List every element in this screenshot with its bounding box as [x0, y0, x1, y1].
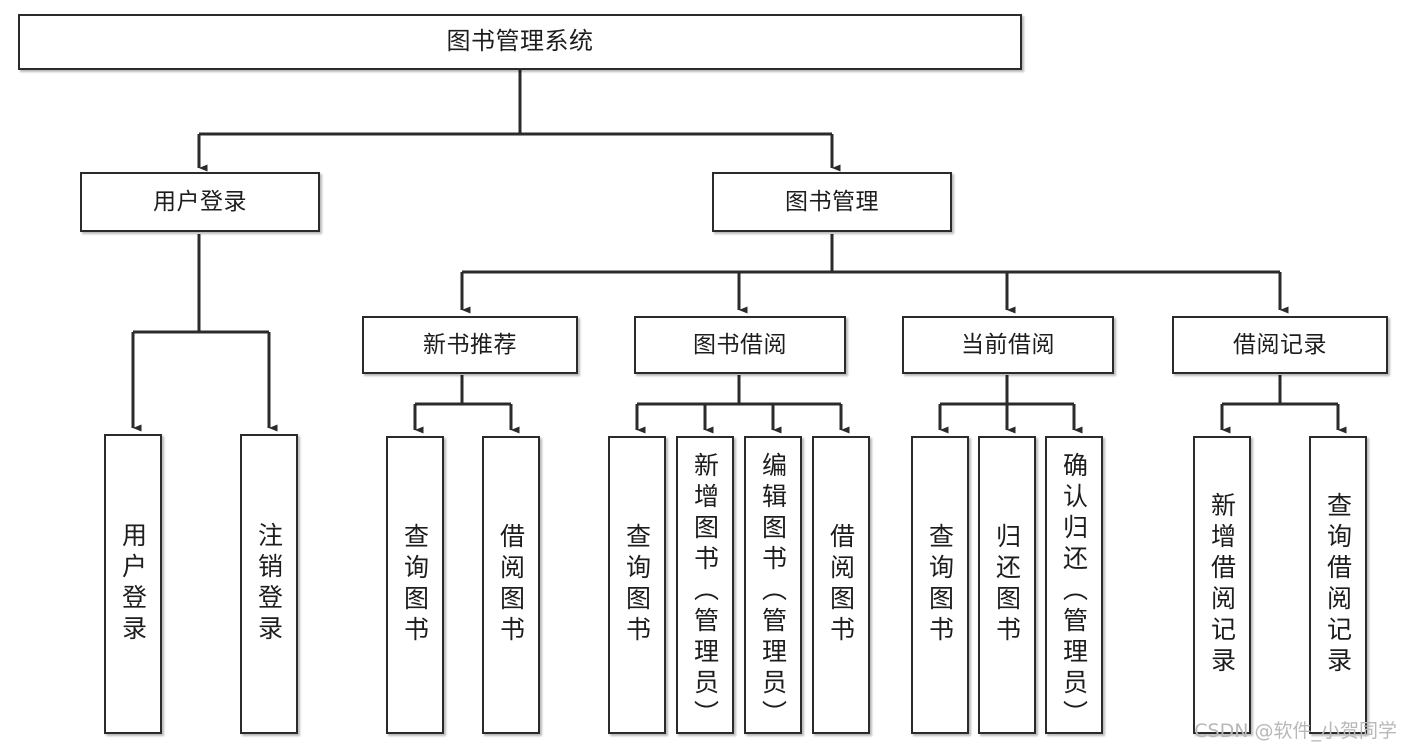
- node-label: 借阅记录: [1233, 331, 1327, 358]
- node-user-login[interactable]: 用户登录: [80, 172, 320, 232]
- leaf-borrow-borrow-book[interactable]: 借阅图书: [812, 436, 870, 734]
- node-label: 图书管理: [785, 188, 879, 215]
- node-label: 编辑图书（管理员）: [758, 452, 788, 731]
- node-current-borrow[interactable]: 当前借阅: [902, 316, 1114, 374]
- leaf-current-return-book[interactable]: 归还图书: [978, 436, 1036, 734]
- node-book-borrow[interactable]: 图书借阅: [634, 316, 846, 374]
- node-label: 确认归还（管理员）: [1059, 452, 1089, 731]
- node-root-system[interactable]: 图书管理系统: [18, 14, 1022, 70]
- node-label: 新增借阅记录: [1207, 492, 1237, 678]
- leaf-record-query-record[interactable]: 查询借阅记录: [1309, 436, 1367, 734]
- node-borrow-record[interactable]: 借阅记录: [1172, 316, 1388, 374]
- node-label: 当前借阅: [961, 331, 1055, 358]
- node-label: 查询图书: [925, 523, 955, 647]
- node-label: 查询图书: [622, 523, 652, 647]
- leaf-borrow-edit-book-admin[interactable]: 编辑图书（管理员）: [744, 436, 802, 734]
- node-new-book-recommend[interactable]: 新书推荐: [362, 316, 578, 374]
- leaf-user-login-signout[interactable]: 注销登录: [240, 434, 298, 734]
- leaf-current-query-book[interactable]: 查询图书: [911, 436, 969, 734]
- node-label: 用户登录: [118, 522, 148, 646]
- node-label: 用户登录: [153, 188, 247, 215]
- node-label: 注销登录: [254, 522, 284, 646]
- leaf-borrow-query-book[interactable]: 查询图书: [608, 436, 666, 734]
- leaf-record-add-record[interactable]: 新增借阅记录: [1193, 436, 1251, 734]
- node-label: 图书管理系统: [446, 27, 594, 56]
- leaf-borrow-add-book-admin[interactable]: 新增图书（管理员）: [676, 436, 734, 734]
- watermark: CSDN @软件_小贺同学: [1194, 720, 1397, 742]
- node-label: 图书借阅: [693, 331, 787, 358]
- node-label: 借阅图书: [826, 523, 856, 647]
- node-label: 新书推荐: [423, 331, 517, 358]
- leaf-user-login-signin[interactable]: 用户登录: [104, 434, 162, 734]
- leaf-newbook-borrow-book[interactable]: 借阅图书: [482, 436, 540, 734]
- node-label: 借阅图书: [496, 523, 526, 647]
- node-book-management[interactable]: 图书管理: [712, 172, 952, 232]
- node-label: 新增图书（管理员）: [690, 452, 720, 731]
- node-label: 查询借阅记录: [1323, 492, 1353, 678]
- leaf-newbook-query-book[interactable]: 查询图书: [386, 436, 444, 734]
- node-label: 归还图书: [992, 523, 1022, 647]
- node-label: 查询图书: [400, 523, 430, 647]
- leaf-current-confirm-return-admin[interactable]: 确认归还（管理员）: [1045, 436, 1103, 734]
